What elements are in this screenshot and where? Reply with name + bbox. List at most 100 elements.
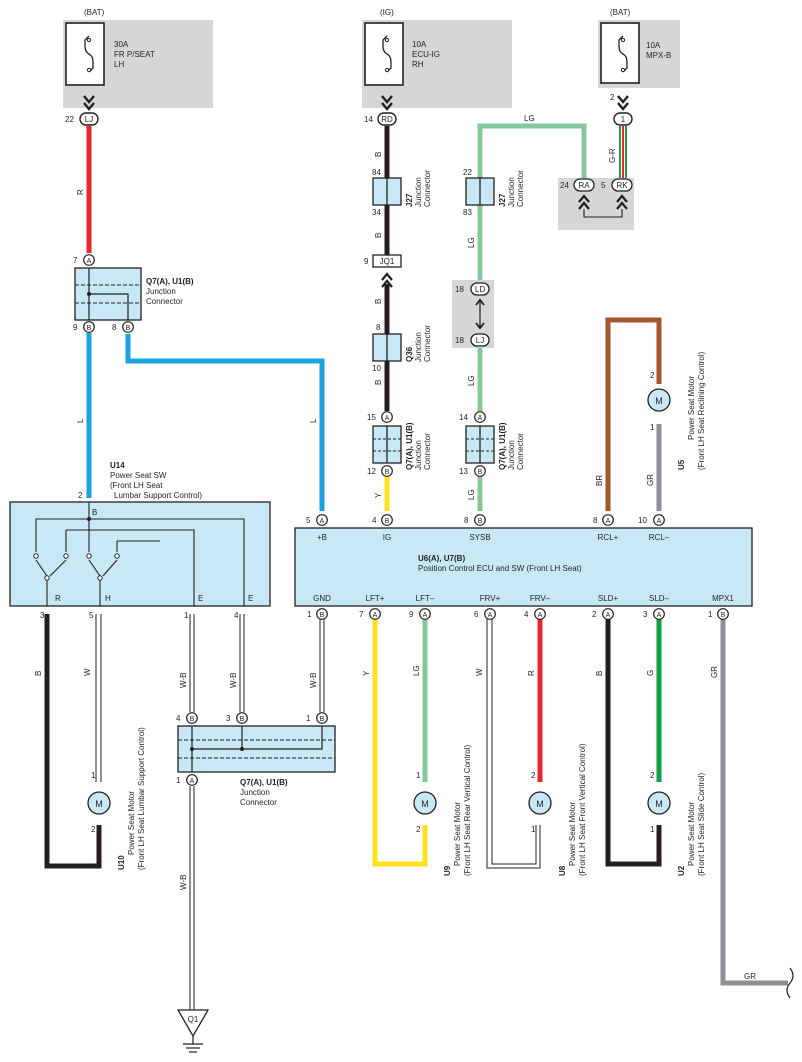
junction-q7-sysb: A 14 B 13 Q7(A), U1(B) Junction Connecto… [459,411,525,477]
svg-text:9: 9 [409,610,414,619]
svg-text:M: M [655,799,663,809]
svg-text:R: R [527,670,536,676]
svg-text:RD: RD [381,115,393,124]
fuse-rating: 10A [412,40,427,49]
svg-text:Q7(A), U1(B): Q7(A), U1(B) [405,422,414,470]
svg-text:7: 7 [359,610,364,619]
svg-text:3: 3 [643,610,648,619]
svg-text:IG: IG [383,533,391,542]
svg-text:8: 8 [376,323,381,332]
junction-j27-black: 84 34 J27 Junction Connector [372,168,432,217]
svg-text:B: B [126,325,131,332]
svg-text:(Front LH Seat Front Vertical: (Front LH Seat Front Vertical Control) [578,743,587,876]
svg-text:Power Seat Motor: Power Seat Motor [127,791,136,855]
svg-text:W: W [475,668,484,676]
svg-text:B: B [721,612,726,619]
svg-text:U9: U9 [443,865,452,876]
svg-text:12: 12 [367,467,376,476]
svg-text:7: 7 [73,256,78,265]
svg-text:LD: LD [475,285,485,294]
svg-text:2: 2 [78,491,83,500]
fuse-ecu-ig: (IG) 10A ECU-IG RH [362,8,512,108]
svg-text:10: 10 [372,364,381,373]
fuse-rating: 30A [114,40,129,49]
svg-text:B: B [374,380,383,385]
svg-text:Connector: Connector [240,798,277,807]
svg-text:GND: GND [313,594,331,603]
motor-u9: 1 M 2 U9 Power Seat Motor (Front LH Seat… [413,745,472,876]
svg-text:LFT–: LFT– [416,594,435,603]
wire-yellow-lft [372,614,428,867]
svg-text:A: A [606,612,611,619]
svg-text:Q7(A), U1(B): Q7(A), U1(B) [498,422,507,470]
svg-text:B: B [374,299,383,304]
wire-gray-mpx [720,614,788,986]
svg-text:A: A [488,612,493,619]
svg-text:Junction: Junction [240,788,270,797]
svg-text:3: 3 [226,714,231,723]
svg-text:8: 8 [593,516,598,525]
svg-text:J27: J27 [405,193,414,207]
svg-text:Connector: Connector [516,433,525,470]
wire-black-lumbar [44,614,102,869]
svg-text:2: 2 [650,371,655,380]
svg-text:E: E [248,594,253,603]
motor-u5: 2 M 1 U5 Power Seat Motor (Front LH Seat… [647,351,706,470]
svg-text:LJ: LJ [476,336,484,345]
svg-text:LG: LG [467,489,476,500]
svg-text:B: B [595,671,604,676]
svg-text:LFT+: LFT+ [366,594,385,603]
svg-text:Power Seat Motor: Power Seat Motor [453,802,462,866]
fuse-name-2: LH [114,60,124,69]
svg-text:Junction: Junction [414,332,423,362]
svg-text:5: 5 [89,611,94,620]
svg-text:G-R: G-R [608,148,617,163]
svg-text:24: 24 [560,181,569,190]
svg-text:Q1: Q1 [188,1015,199,1024]
svg-text:Connector: Connector [516,170,525,207]
svg-text:U10: U10 [117,855,126,870]
svg-text:B: B [190,716,195,723]
svg-text:M: M [95,799,103,809]
motor-u8: 2 M 1 U8 Power Seat Motor (Front LH Seat… [528,743,587,876]
wire-wb [189,614,325,1010]
svg-text:Connector: Connector [423,325,432,362]
svg-text:8: 8 [112,323,117,332]
motor-u10: 1 M 2 U10 Power Seat Motor (Front LH Sea… [87,727,146,870]
svg-text:A: A [190,778,195,785]
svg-text:W-B: W-B [179,875,188,890]
fuse-mpx-b: (BAT) 10A MPX-B [598,8,680,88]
svg-text:R: R [55,594,61,603]
svg-text:B: B [240,716,245,723]
svg-text:W-B: W-B [309,673,318,688]
svg-text:FRV+: FRV+ [480,594,501,603]
connector-rd: RD 14 [364,95,397,126]
svg-text:L: L [76,418,85,423]
svg-text:LJ: LJ [85,115,93,124]
svg-text:Junction: Junction [507,440,516,470]
svg-text:A: A [87,258,92,265]
svg-text:Y: Y [362,670,371,676]
svg-text:2: 2 [592,610,597,619]
svg-text:LG: LG [467,375,476,386]
svg-text:10: 10 [638,516,647,525]
svg-text:B: B [385,469,390,476]
svg-text:U6(A), U7(B): U6(A), U7(B) [418,554,465,563]
svg-text:B: B [34,671,43,676]
svg-text:B: B [374,233,383,238]
svg-text:A: A [423,612,428,619]
svg-text:5: 5 [601,181,606,190]
fuse-name: FR P/SEAT [114,50,155,59]
wire-lg [477,123,587,178]
svg-text:SLD+: SLD+ [598,594,619,603]
svg-text:4: 4 [234,611,239,620]
junction-q36: 8 10 Q36 Junction Connector [372,323,432,373]
svg-text:A: A [538,612,543,619]
svg-text:GR: GR [744,972,756,981]
svg-text:U14: U14 [110,461,125,470]
svg-text:5: 5 [306,516,311,525]
svg-text:2: 2 [650,771,655,780]
svg-text:14: 14 [364,115,373,124]
svg-text:B: B [478,518,483,525]
svg-text:W-B: W-B [229,673,238,688]
